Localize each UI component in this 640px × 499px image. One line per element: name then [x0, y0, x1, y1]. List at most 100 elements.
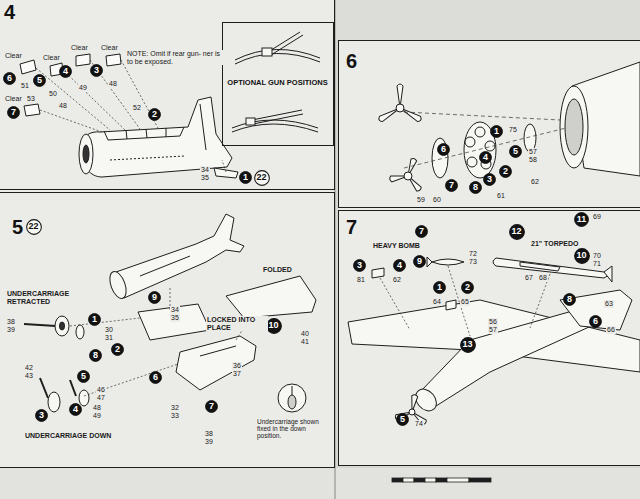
part-number: 37	[232, 370, 242, 378]
part-number: 49	[92, 412, 102, 420]
part-number: 74	[414, 420, 424, 428]
propeller	[378, 84, 423, 123]
callout-number: 7	[419, 227, 424, 236]
callout-number: 3	[39, 411, 44, 420]
callout-number: 12	[511, 227, 521, 236]
part-number: 68	[538, 274, 548, 282]
callout-number: 4	[63, 67, 68, 76]
part-number: 53	[26, 95, 36, 103]
part-number: 43	[24, 372, 34, 380]
part-number: 41	[300, 338, 310, 346]
part-number: 63	[604, 300, 614, 308]
callout-number: 8	[473, 183, 478, 192]
callout-number: 2	[503, 167, 508, 176]
inset-box: OPTIONAL GUN POSITIONS	[222, 22, 334, 146]
callout-number: 4	[69, 403, 82, 416]
callout-number: 2	[465, 283, 470, 292]
engine-assembly	[432, 62, 640, 178]
instruction-text: UNDERCARRIAGE DOWN	[24, 432, 112, 440]
callout-number: 4	[479, 151, 492, 164]
instruction-text: HEAVY BOMB	[372, 242, 421, 250]
callout-number: 1	[92, 315, 97, 324]
callout-number: 6	[589, 315, 602, 328]
callout-number: 2	[461, 281, 474, 294]
callout-number: 3	[357, 261, 362, 270]
part-number: 61	[496, 192, 506, 200]
part-number: 39	[204, 438, 214, 446]
callout-number: 7	[445, 179, 458, 192]
callout-number: 2	[499, 165, 512, 178]
callout-number: 6	[153, 373, 158, 382]
part-number: 73	[468, 258, 478, 266]
part-number: 70	[592, 252, 602, 260]
callout-number: 5	[37, 76, 42, 85]
callout-number: 8	[89, 349, 102, 362]
callout-number: 2	[152, 110, 157, 119]
fuselage-side-view	[79, 97, 238, 178]
part-number: 67	[524, 274, 534, 282]
callout-number: 8	[93, 351, 98, 360]
part-number: 31	[104, 334, 114, 342]
callout-number: 5	[513, 147, 518, 156]
part-number: 59	[416, 196, 426, 204]
step-number: 6	[346, 51, 357, 71]
scale-ruler	[392, 478, 491, 482]
callout-number: 10	[268, 321, 278, 330]
callout-number: 1	[88, 313, 101, 326]
callout-number: 3	[35, 409, 48, 422]
callout-number: 5	[400, 415, 405, 424]
callout-number: 6	[437, 143, 450, 156]
step-number: 4	[4, 2, 15, 22]
part-number: 57	[528, 148, 538, 156]
leader-lines	[380, 266, 550, 336]
callout-number: 1	[490, 125, 503, 138]
callout-number: 8	[567, 295, 572, 304]
center-line	[404, 112, 566, 168]
callout-number: 2	[148, 108, 161, 121]
part-number: 48	[108, 80, 118, 88]
part-number: 38	[204, 430, 214, 438]
callout-number: 9	[148, 291, 161, 304]
part-number: 72	[468, 250, 478, 258]
step-panel: 616542378	[338, 40, 640, 208]
callout-number: 3	[483, 173, 496, 186]
callout-number: 9	[417, 257, 422, 266]
callout-number: 4	[59, 65, 72, 78]
part-number: 38	[6, 318, 16, 326]
instruction-text: NOTE: Omit if rear gun- ner is to be exp…	[126, 50, 224, 65]
callout-number: 7	[7, 106, 20, 119]
instruction-text: Clear	[4, 95, 23, 103]
callout-number: 22	[256, 173, 266, 182]
step-number: 5	[12, 217, 23, 237]
callout-number: 3	[353, 259, 366, 272]
callout-number: 11	[574, 212, 589, 227]
propeller	[389, 158, 422, 193]
callout-number: 7	[415, 225, 428, 238]
callout-number: 1	[494, 127, 499, 136]
part-number: 47	[96, 394, 106, 402]
part-number: 34	[170, 306, 180, 314]
part-number: 49	[78, 84, 88, 92]
part-number: 81	[356, 276, 366, 284]
instruction-text: Clear	[100, 44, 119, 52]
part-number: 36	[232, 362, 242, 370]
instruction-text: Clear	[70, 44, 89, 52]
undercarriage-parts	[24, 316, 306, 412]
callout-number: 10	[574, 248, 590, 264]
callout-number: 7	[11, 108, 16, 117]
callout-number: 4	[397, 261, 402, 270]
callout-number: 6	[593, 317, 598, 326]
leader-lines	[36, 60, 226, 172]
callout-number: 11	[577, 215, 587, 224]
callout-number: 5	[396, 413, 409, 426]
part-number: 35	[170, 314, 180, 322]
callout-number: 6	[149, 371, 162, 384]
part-number: 48	[92, 404, 102, 412]
callout-number: 9	[413, 255, 426, 268]
part-number: 39	[6, 326, 16, 334]
part-number: 50	[48, 90, 58, 98]
instruction-text: FOLDED	[262, 266, 293, 274]
part-number: 69	[592, 213, 602, 221]
part-number: 32	[170, 404, 180, 412]
